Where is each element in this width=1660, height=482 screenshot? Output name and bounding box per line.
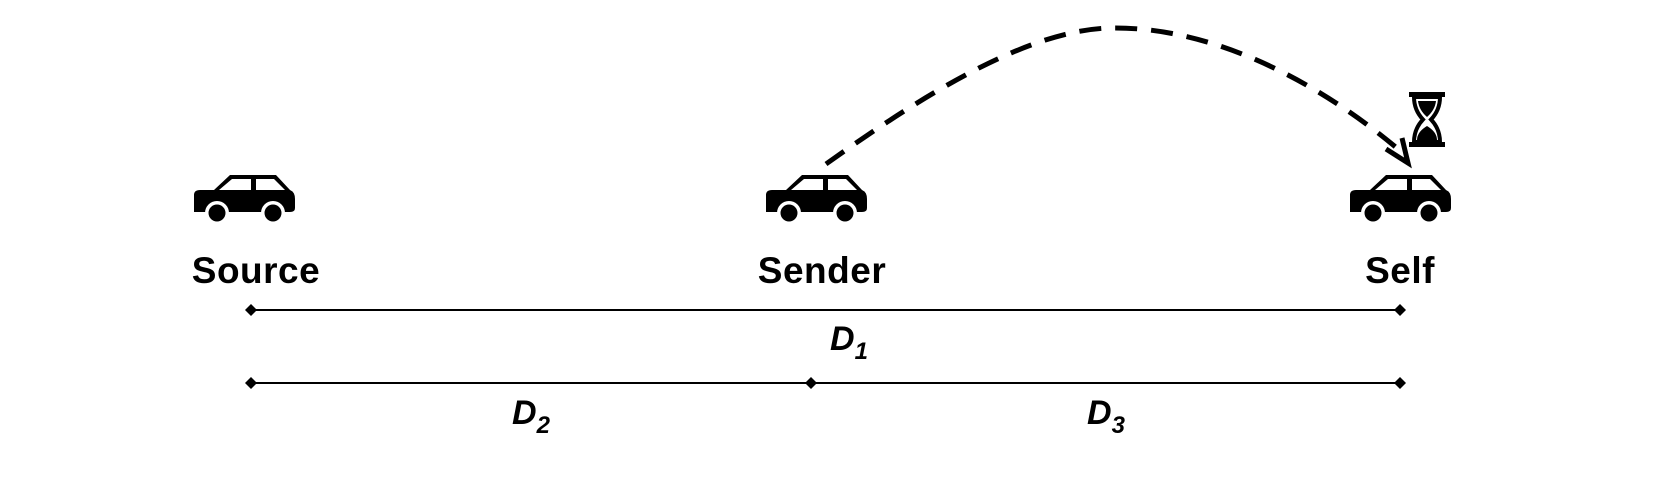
car-icon: [194, 175, 295, 225]
distance-line-d2-d3: [245, 377, 1406, 389]
distance-label-d3: D3: [1087, 394, 1126, 439]
hourglass-icon: [1409, 92, 1445, 147]
distance-label-d1: D1: [830, 320, 868, 365]
car-icon: [766, 175, 867, 225]
node-label-sender: Sender: [758, 250, 886, 291]
transmission-arc: [824, 25, 1407, 167]
node-label-source: Source: [192, 250, 320, 291]
distance-label-d2: D2: [512, 394, 551, 439]
distance-line-d1: [245, 304, 1406, 316]
node-label-self: Self: [1365, 250, 1435, 291]
car-icon: [1350, 175, 1451, 225]
arrowhead: [1384, 137, 1412, 169]
